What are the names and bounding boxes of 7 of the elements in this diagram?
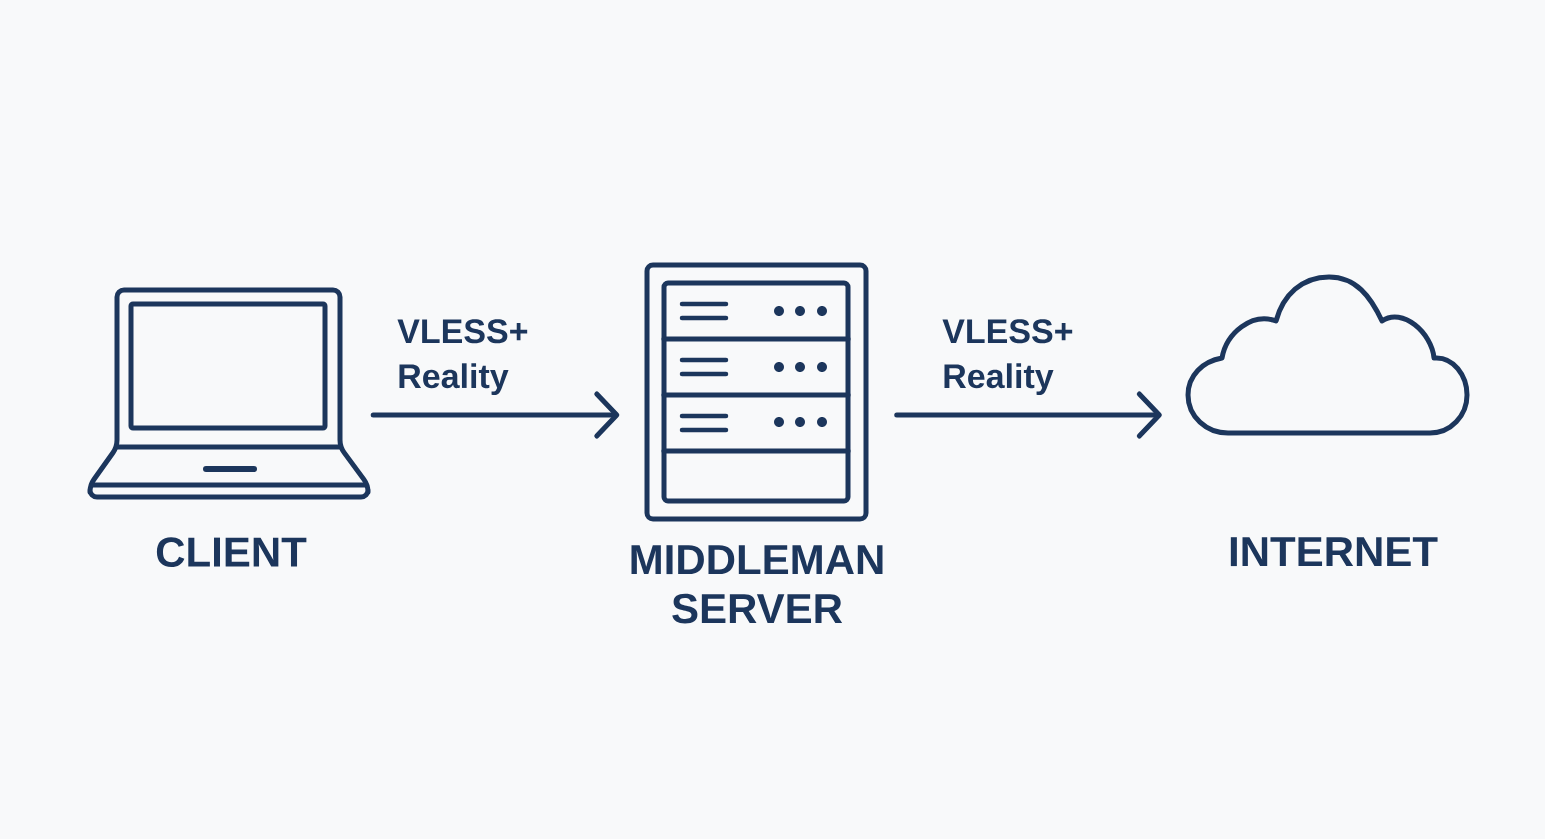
node-label: INTERNET	[1230, 537, 1438, 567]
arrow	[370, 391, 620, 439]
node-label: MIDDLEMAN SERVER	[631, 545, 883, 624]
arrow	[894, 391, 1162, 439]
node-label: CLIENT	[156, 537, 307, 567]
edge-label: VLESS+ Reality	[397, 319, 529, 395]
edge-label: VLESS+ Reality	[942, 319, 1074, 395]
